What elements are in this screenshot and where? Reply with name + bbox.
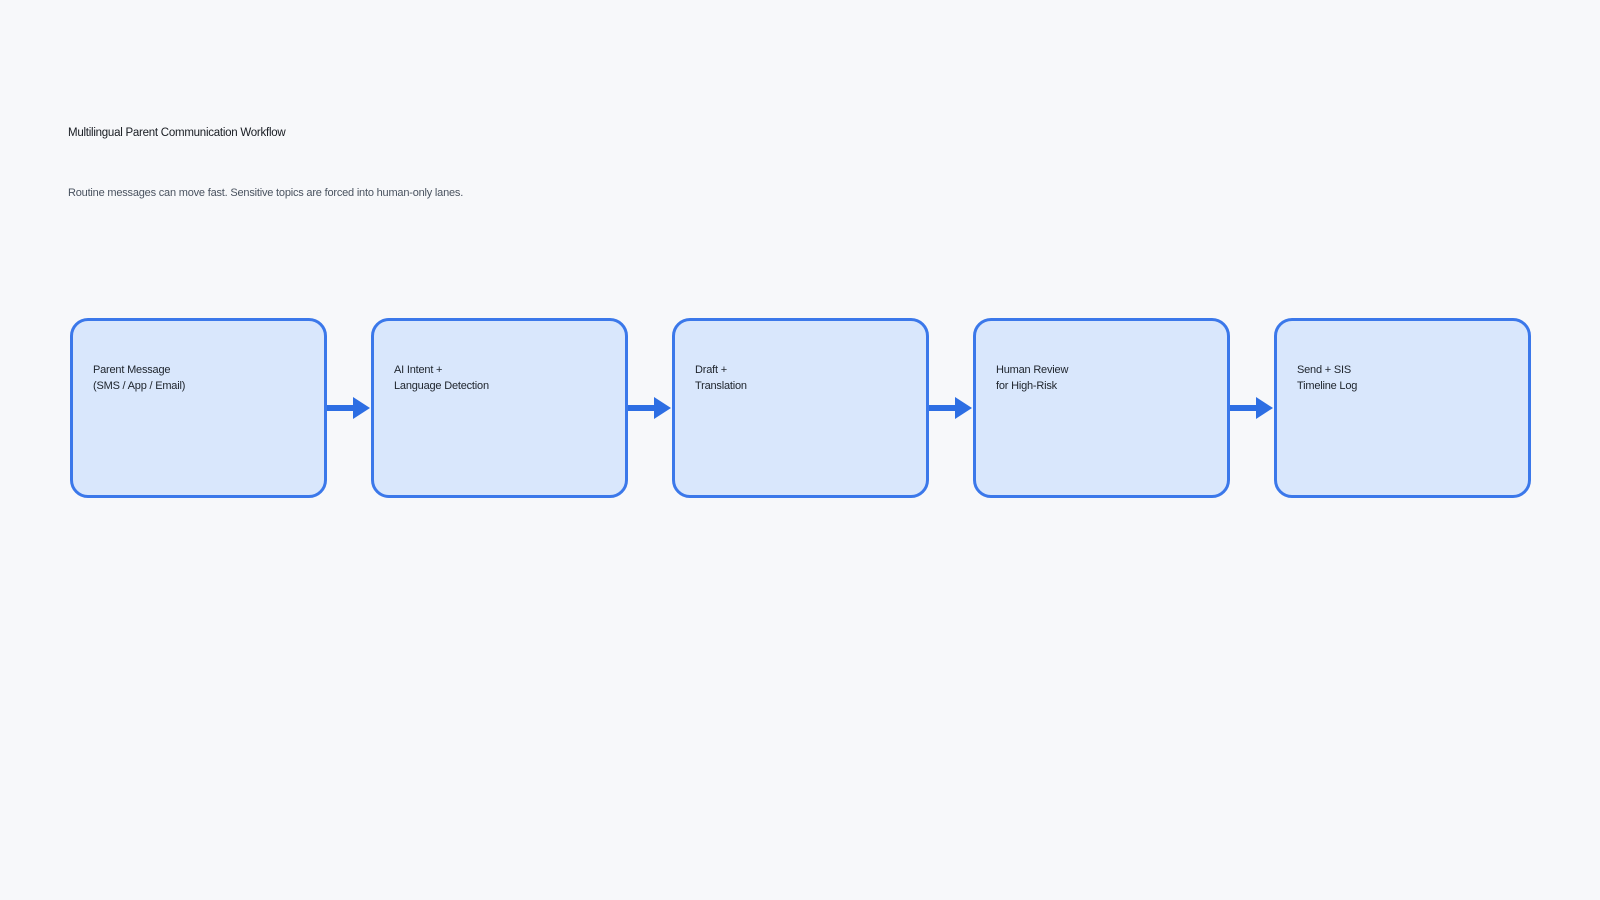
flow-node-send-sis-log: Send + SIS Timeline Log xyxy=(1274,318,1531,498)
flow-node-draft-translation: Draft + Translation xyxy=(672,318,929,498)
node-label-line: Translation xyxy=(695,380,747,392)
node-label-line: for High-Risk xyxy=(996,380,1057,392)
flow-arrow-4 xyxy=(1230,318,1274,498)
flow-arrow-2 xyxy=(628,318,672,498)
node-label: AI Intent + Language Detection xyxy=(374,321,625,394)
workflow-diagram: Parent Message (SMS / App / Email) AI In… xyxy=(70,318,1531,498)
node-label-line: Human Review xyxy=(996,364,1069,376)
node-label-line: Timeline Log xyxy=(1297,380,1358,392)
flow-node-human-review: Human Review for High-Risk xyxy=(973,318,1230,498)
flow-arrow-1 xyxy=(327,318,371,498)
node-label-line: (SMS / App / Email) xyxy=(93,380,186,392)
node-label: Parent Message (SMS / App / Email) xyxy=(73,321,324,394)
node-label-line: AI Intent + xyxy=(394,364,443,376)
node-label-line: Draft + xyxy=(695,364,727,376)
flow-arrow-3 xyxy=(929,318,973,498)
arrow-right-icon xyxy=(929,397,972,419)
flow-node-parent-message: Parent Message (SMS / App / Email) xyxy=(70,318,327,498)
arrow-right-icon xyxy=(628,397,671,419)
flow-node-ai-intent-language-detection: AI Intent + Language Detection xyxy=(371,318,628,498)
node-label-line: Send + SIS xyxy=(1297,364,1351,376)
node-label-line: Language Detection xyxy=(394,380,489,392)
arrow-right-icon xyxy=(1230,397,1273,419)
node-label: Send + SIS Timeline Log xyxy=(1277,321,1528,394)
page-title: Multilingual Parent Communication Workfl… xyxy=(68,127,286,139)
page-subtitle: Routine messages can move fast. Sensitiv… xyxy=(68,187,464,199)
arrow-right-icon xyxy=(327,397,370,419)
node-label: Draft + Translation xyxy=(675,321,926,394)
node-label: Human Review for High-Risk xyxy=(976,321,1227,394)
node-label-line: Parent Message xyxy=(93,364,171,376)
